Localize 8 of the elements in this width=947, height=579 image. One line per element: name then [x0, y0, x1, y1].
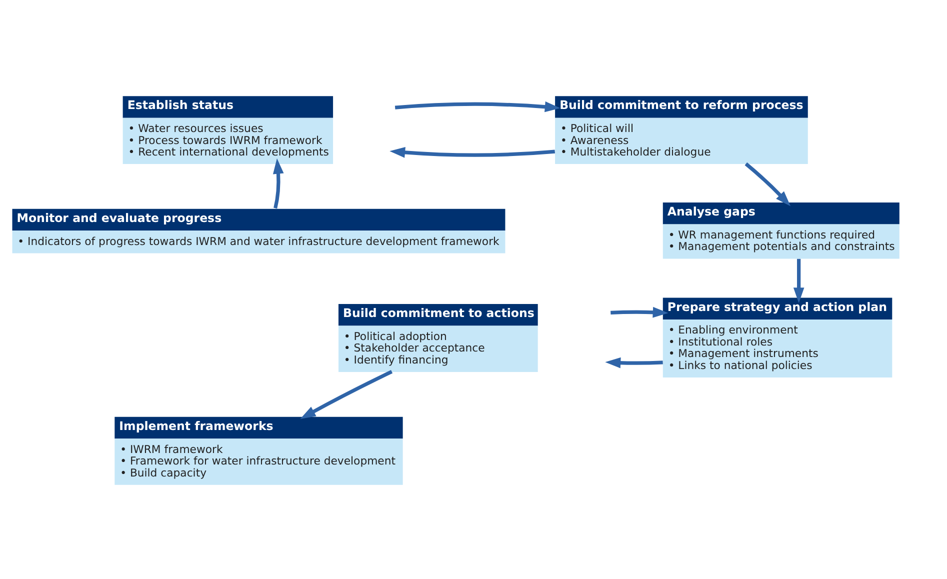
arrow — [605, 356, 663, 368]
arrow — [272, 158, 284, 208]
arrow — [390, 146, 556, 158]
arrow — [394, 100, 560, 112]
arrow — [300, 370, 393, 418]
arrow — [610, 306, 668, 318]
arrow — [793, 258, 804, 303]
arrow — [744, 162, 791, 206]
